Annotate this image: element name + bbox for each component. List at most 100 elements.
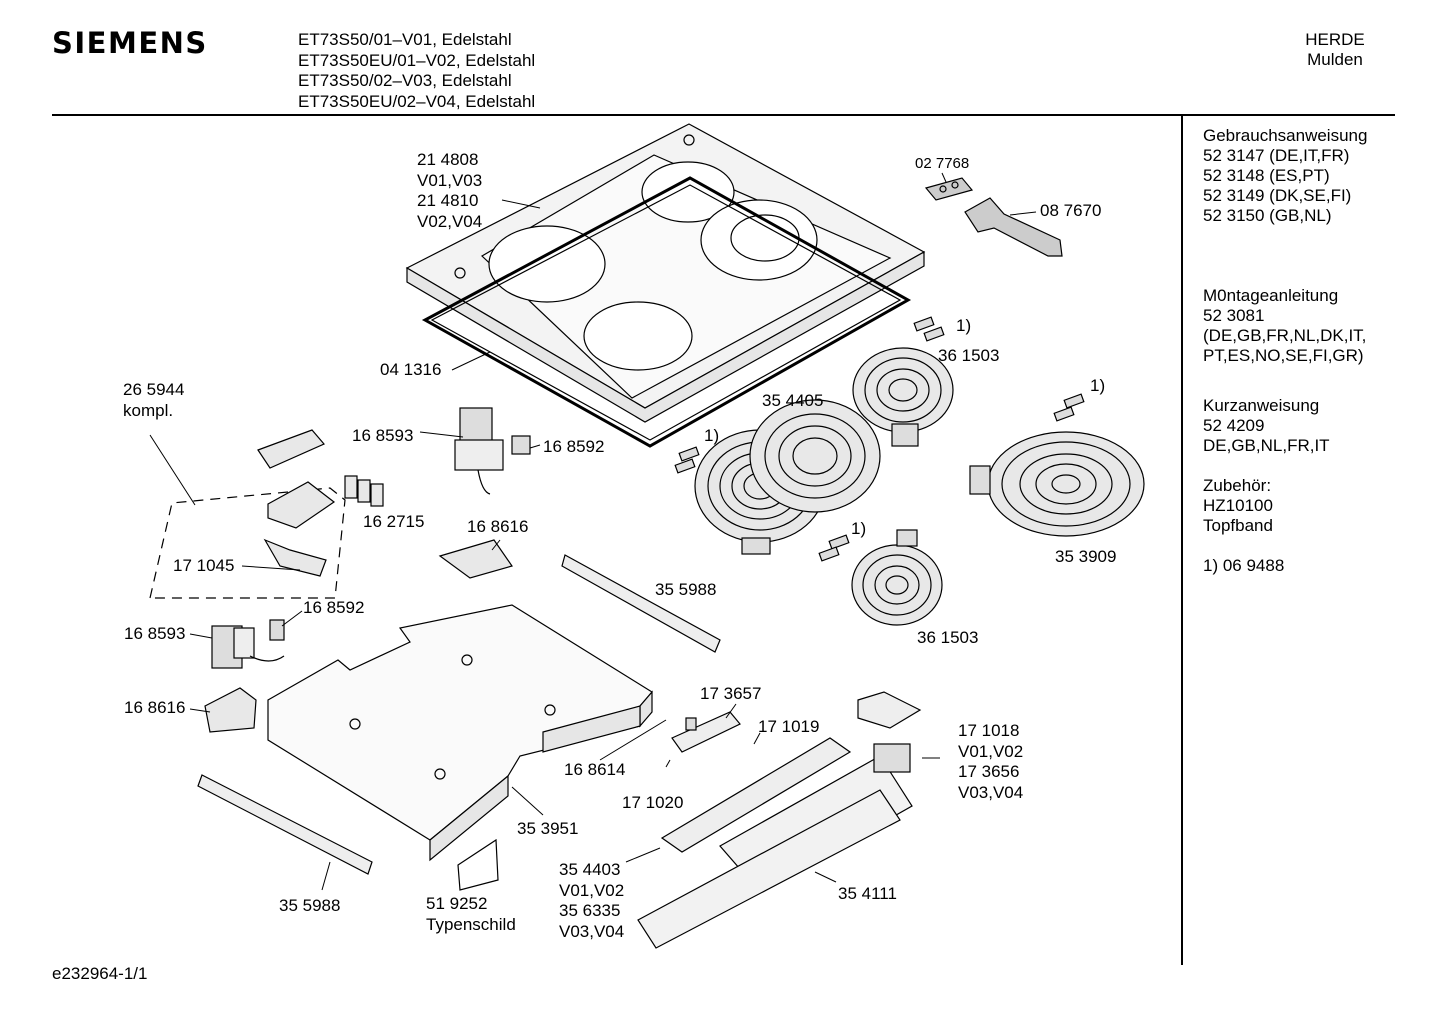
accessories-title: Zubehör: — [1203, 476, 1272, 495]
label-line: 35 6335 — [559, 901, 621, 920]
part-label-027768: 02 7768 — [915, 155, 970, 172]
category-line: HERDE — [1305, 30, 1365, 49]
user-manual-title: Gebrauchsanweisung — [1203, 126, 1368, 145]
label-line: Typenschild — [426, 914, 516, 934]
part-label-355988-top: 35 5988 — [655, 580, 717, 599]
part-label-hob-top: 21 4808 V01,V03 21 4810 V02,V04 — [417, 150, 482, 232]
quick-guide-block: Kurzanweisung 52 4209 DE,GB,NL,FR,IT — [1203, 396, 1403, 456]
category-line: Mulden — [1307, 50, 1363, 69]
part-label-171019: 17 1019 — [758, 717, 820, 736]
model-line: ET73S50EU/01–V02, Edelstahl — [298, 50, 536, 70]
accessories-entry: HZ10100 — [1203, 496, 1273, 515]
part-label-354403: 35 4403 V01,V02 35 6335 V03,V04 — [559, 860, 624, 942]
part-label-041316: 04 1316 — [380, 360, 442, 379]
label-line: 21 4810 — [417, 191, 479, 210]
installation-title: M0ntageanleitung — [1203, 286, 1339, 305]
part-label-171045: 17 1045 — [173, 556, 235, 575]
label-line: 51 9252 — [426, 894, 488, 913]
type-plate — [457, 838, 499, 891]
control-module — [637, 691, 922, 949]
note-marker: 1) — [851, 519, 867, 538]
document-sidebar: Gebrauchsanweisung 52 3147 (DE,IT,FR) 52… — [1203, 126, 1403, 596]
label-line: V01,V02 — [559, 880, 625, 900]
label-line: 17 1018 — [958, 721, 1020, 740]
footnote-entry: 1) 06 9488 — [1203, 556, 1285, 575]
accessories-block: Zubehör: HZ10100 Topfband — [1203, 476, 1403, 536]
radiant-heater-dual — [969, 431, 1145, 537]
user-manual-entry: 52 3148 (ES,PT) — [1203, 166, 1330, 185]
label-line: 17 3656 — [958, 762, 1020, 781]
accessories-entry: Topfband — [1203, 516, 1273, 535]
rail-bracket-top — [561, 554, 721, 653]
part-label-171020: 17 1020 — [622, 793, 684, 812]
label-line: V02,V04 — [417, 211, 483, 231]
brand-logo: SIEMENS — [52, 26, 208, 60]
rail-bracket-bottom — [197, 774, 373, 875]
footnote-block: 1) 06 9488 — [1203, 556, 1403, 576]
part-label-168593-bottom: 16 8593 — [124, 624, 186, 643]
label-line: 21 4808 — [417, 150, 479, 169]
note-marker: 1) — [956, 316, 972, 335]
model-list: ET73S50/01–V01, Edelstahl ET73S50EU/01–V… — [298, 30, 535, 112]
mounting-clips — [674, 316, 1085, 562]
model-line: ET73S50/02–V03, Edelstahl — [298, 71, 512, 90]
note-marker: 1) — [1090, 376, 1106, 395]
part-label-361503-top: 36 1503 — [938, 346, 1000, 365]
part-label-519252: 51 9252 Typenschild — [426, 894, 516, 935]
quick-guide-title: Kurzanweisung — [1203, 396, 1320, 415]
part-label-171018: 17 1018 V01,V02 17 3656 V03,V04 — [958, 721, 1023, 803]
kit-parts — [257, 429, 384, 577]
part-label-087670: 08 7670 — [1040, 201, 1102, 220]
energy-regulator-spare — [211, 619, 285, 669]
cover-bracket — [204, 687, 257, 733]
frame-seal — [421, 176, 912, 448]
installation-block: M0ntageanleitung 52 3081 (DE,GB,FR,NL,DK… — [1203, 286, 1403, 366]
user-manual-entry: 52 3150 (GB,NL) — [1203, 206, 1332, 225]
radiant-heater-large-oval — [694, 399, 881, 555]
label-line: 26 5944 — [123, 380, 185, 399]
part-label-355988-bottom: 35 5988 — [279, 896, 341, 915]
part-label-265944: 26 5944 kompl. — [123, 380, 184, 421]
part-label-353951: 35 3951 — [517, 819, 579, 838]
installation-entry: PT,ES,NO,SE,FI,GR) — [1203, 346, 1364, 365]
note-marker: 1) — [704, 426, 720, 445]
label-line: V01,V03 — [417, 170, 483, 190]
part-label-173657: 17 3657 — [700, 684, 762, 703]
user-manual-entry: 52 3147 (DE,IT,FR) — [1203, 146, 1350, 165]
model-line: ET73S50/01–V01, Edelstahl — [298, 30, 512, 49]
part-label-354405: 35 4405 — [762, 391, 824, 410]
part-label-354111: 35 4111 — [838, 884, 897, 903]
category-label: HERDE Mulden — [1290, 30, 1380, 70]
frame-seal-inner — [430, 184, 902, 441]
installation-entry: 52 3081 — [1203, 306, 1265, 325]
label-line: 35 4403 — [559, 860, 621, 879]
part-label-168616-top: 16 8616 — [467, 517, 529, 536]
installation-entry: (DE,GB,FR,NL,DK,IT, — [1203, 326, 1367, 345]
label-line: V01,V02 — [958, 741, 1024, 761]
leader-lines — [149, 172, 1037, 891]
user-manual-block: Gebrauchsanweisung 52 3147 (DE,IT,FR) 52… — [1203, 126, 1403, 226]
part-label-168592-bottom: 16 8592 — [303, 598, 365, 617]
cover-bracket-top — [438, 539, 513, 579]
base-tray — [267, 604, 653, 862]
part-label-168616-bottom: 16 8616 — [124, 698, 186, 717]
part-label-168614: 16 8614 — [564, 760, 626, 779]
label-line: V03,V04 — [559, 921, 625, 941]
document-id: e232964-1/1 — [52, 964, 148, 983]
radiant-heater-small-bottom — [851, 529, 943, 626]
part-label-361503-bottom: 36 1503 — [917, 628, 979, 647]
user-manual-entry: 52 3149 (DK,SE,FI) — [1203, 186, 1352, 205]
sidebar-divider — [1181, 116, 1183, 965]
part-label-353909: 35 3909 — [1055, 547, 1117, 566]
part-label-168592-top: 16 8592 — [543, 437, 605, 456]
quick-guide-entry: 52 4209 — [1203, 416, 1265, 435]
part-label-168593-top: 16 8593 — [352, 426, 414, 445]
label-line: V03,V04 — [958, 782, 1024, 802]
glass-ceramic-top — [405, 123, 926, 423]
label-line: kompl. — [123, 400, 174, 420]
part-label-162715: 16 2715 — [363, 512, 425, 531]
header-divider — [52, 114, 1395, 116]
model-line: ET73S50EU/02–V04, Edelstahl — [298, 91, 536, 111]
radiant-heater-small-top — [852, 347, 954, 447]
